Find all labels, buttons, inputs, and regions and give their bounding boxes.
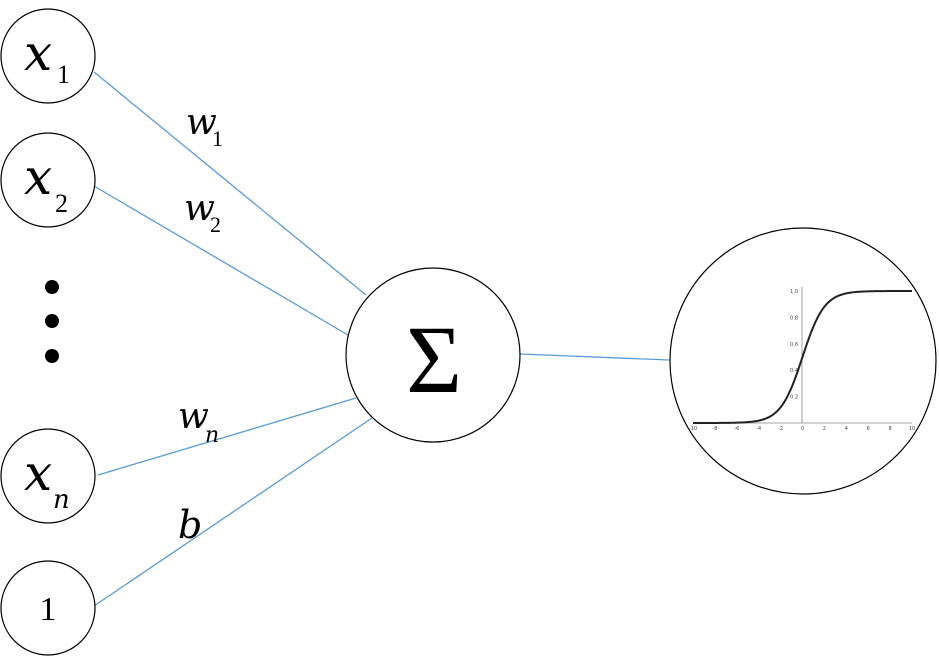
x-tick-label: 4: [845, 426, 848, 432]
bias-weight-symbol: b: [178, 503, 202, 547]
x-tick-label: -4: [756, 426, 761, 432]
plot-x-tick-labels: -10 -8 -6 -4 -2 0 2 4 6 8 10: [689, 426, 915, 432]
weight-subscript: 1: [212, 126, 223, 151]
x-tick-label: -8: [712, 426, 717, 432]
weight-label-bias: b: [178, 503, 202, 547]
x-tick-label: 0: [801, 426, 804, 432]
weight-symbol: w: [186, 102, 217, 143]
weight-label-wn: w n: [178, 396, 219, 448]
sigmoid-curve: [693, 290, 912, 424]
input-node-xn: x n: [0, 428, 96, 524]
vertical-ellipsis: [45, 280, 59, 363]
ellipsis-dot: [45, 314, 59, 328]
edge-sum-to-activation: [519, 353, 670, 361]
bias-input-node: 1: [0, 560, 96, 656]
weight-subscript: 2: [210, 212, 221, 237]
weight-symbol: w: [178, 396, 209, 437]
weight-symbol: w: [184, 188, 215, 229]
y-tick-label: 1.0: [790, 289, 798, 295]
input-subscript: n: [53, 485, 70, 515]
sigmoid-plot: -10 -8 -6 -4 -2 0 2 4 6 8 10 0.2 0.4 0.6 0.8 1.0: [689, 287, 915, 432]
activation-node: -10 -8 -6 -4 -2 0 2 4 6 8 10 0.2 0.4 0.6 0.8 1.0: [669, 227, 937, 495]
x-tick-label: -6: [734, 426, 739, 432]
y-tick-label: 0.8: [790, 315, 798, 321]
ellipsis-dot: [45, 349, 59, 363]
summation-symbol: Σ: [406, 306, 462, 413]
plot-y-tick-labels: 0.2 0.4 0.6 0.8 1.0: [790, 289, 798, 401]
edge-xn-to-sum: [97, 397, 357, 476]
y-tick-label: 0.2: [790, 395, 798, 401]
x-tick-label: -2: [778, 426, 783, 432]
bias-input-value: 1: [40, 591, 57, 628]
input-symbol: x: [24, 148, 52, 206]
input-symbol: x: [24, 24, 52, 82]
x-tick-label: 6: [867, 426, 870, 432]
connections: [93, 71, 670, 607]
ellipsis-dot: [45, 280, 59, 294]
input-subscript: 1: [57, 60, 70, 89]
weight-subscript: n: [205, 423, 219, 448]
summation-node: Σ: [345, 267, 521, 443]
input-node-x2: x 2: [0, 132, 96, 228]
weight-label-w2: w 2: [184, 188, 221, 237]
edge-bias-to-sum: [93, 417, 373, 607]
y-tick-label: 0.4: [790, 368, 798, 374]
x-tick-label: 8: [889, 426, 892, 432]
edge-x1-to-sum: [93, 71, 367, 296]
x-tick-label: 2: [823, 426, 826, 432]
x-tick-label: -10: [689, 426, 697, 432]
weight-label-w1: w 1: [186, 102, 223, 151]
input-node-x1: x 1: [0, 8, 96, 104]
input-symbol: x: [24, 444, 52, 502]
x-tick-label: 10: [909, 426, 915, 432]
input-subscript: 2: [55, 189, 68, 218]
edge-x2-to-sum: [93, 185, 349, 336]
y-tick-label: 0.6: [790, 342, 798, 348]
